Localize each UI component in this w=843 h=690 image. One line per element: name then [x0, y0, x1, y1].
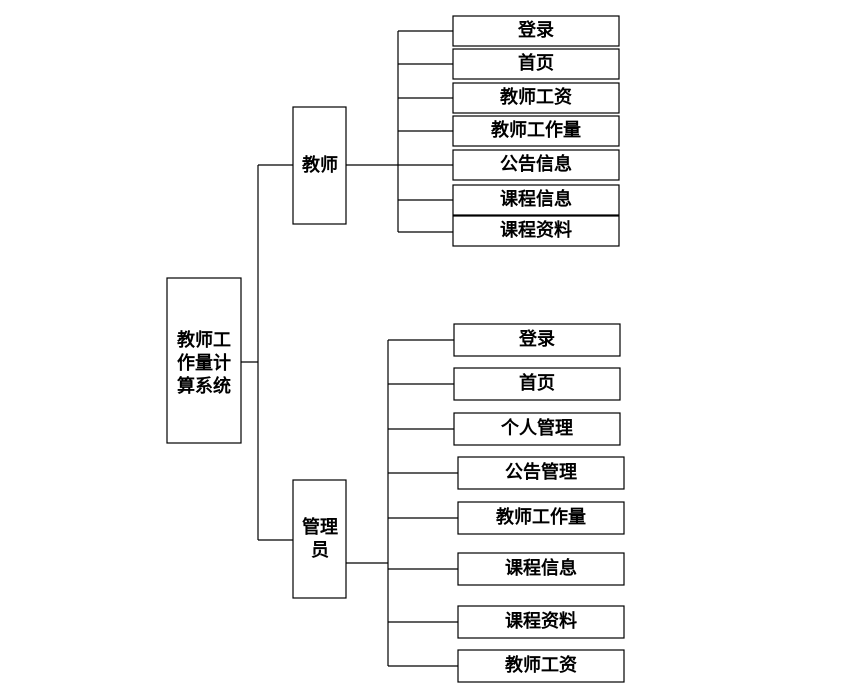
teacher-item-label: 登录: [517, 19, 554, 41]
root-connectors: [241, 164, 293, 541]
teacher-item-course-info: 课程信息: [452, 184, 620, 216]
admin-item-login: 登录: [453, 323, 621, 357]
admin-item-label: 公告管理: [505, 461, 577, 483]
admin-label-line-2: 员: [311, 540, 329, 561]
admin-item-course-info: 课程信息: [457, 552, 625, 586]
teacher-item-salary: 教师工资: [452, 82, 620, 114]
admin-item-label: 个人管理: [500, 417, 573, 439]
admin-item-label: 登录: [518, 328, 555, 350]
admin-item-label: 教师工资: [505, 654, 577, 676]
teacher-item-label: 教师工资: [500, 86, 572, 108]
teacher-item-home: 首页: [452, 48, 620, 80]
teacher-item-label: 课程资料: [500, 219, 572, 241]
admin-item-personal: 个人管理: [453, 412, 621, 446]
admin-item-label: 教师工作量: [496, 506, 586, 528]
admin-item-label: 课程资料: [505, 610, 577, 632]
root-label-line-2: 作量计: [177, 352, 231, 374]
teacher-item-label: 公告信息: [500, 153, 572, 175]
teacher-node: 教师: [292, 106, 347, 225]
teacher-item-label: 课程信息: [500, 188, 572, 210]
root-node: 教师工 作量计 算系统: [166, 277, 242, 444]
admin-item-home: 首页: [453, 367, 621, 401]
root-label-line-1: 教师工: [177, 329, 231, 351]
admin-node: 管理 员: [292, 479, 347, 599]
teacher-label: 教师: [302, 154, 338, 176]
teacher-item-announcements: 公告信息: [452, 149, 620, 181]
admin-item-label: 首页: [519, 372, 555, 394]
admin-label-line-1: 管理: [302, 516, 338, 538]
root-label-line-3: 算系统: [177, 375, 231, 397]
admin-item-announcements: 公告管理: [457, 456, 625, 490]
admin-item-salary: 教师工资: [457, 649, 625, 683]
teacher-item-label: 首页: [518, 52, 554, 74]
teacher-item-course-materials: 课程资料: [452, 215, 620, 247]
admin-connectors: [346, 339, 458, 667]
teacher-item-workload: 教师工作量: [452, 115, 620, 147]
admin-item-label: 课程信息: [505, 557, 577, 579]
teacher-item-login: 登录: [452, 15, 620, 47]
admin-item-course-materials: 课程资料: [457, 605, 625, 639]
teacher-connectors: [346, 30, 453, 233]
teacher-item-label: 教师工作量: [491, 119, 581, 141]
admin-item-workload: 教师工作量: [457, 501, 625, 535]
